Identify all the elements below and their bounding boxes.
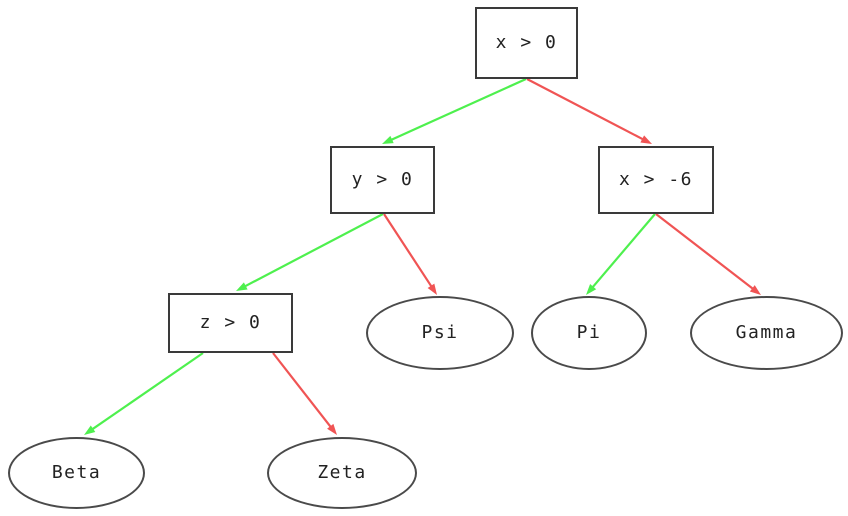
edge-arrowhead-icon bbox=[640, 135, 652, 144]
node-z0[interactable]: z > 0 bbox=[168, 293, 293, 353]
node-label: Psi bbox=[421, 322, 459, 343]
node-zeta[interactable]: Zeta bbox=[267, 437, 417, 509]
edge-line bbox=[388, 77, 527, 142]
node-beta[interactable]: Beta bbox=[8, 437, 145, 509]
edge-arrowhead-icon bbox=[84, 425, 96, 435]
node-xm6[interactable]: x > -6 bbox=[598, 146, 714, 214]
node-label: x > 0 bbox=[495, 32, 558, 53]
node-y0[interactable]: y > 0 bbox=[330, 146, 435, 214]
edge-z0-zeta bbox=[272, 352, 337, 435]
node-root[interactable]: x > 0 bbox=[475, 7, 578, 79]
edge-arrowhead-icon bbox=[586, 284, 597, 295]
node-label: Pi bbox=[576, 322, 602, 343]
edge-line bbox=[655, 213, 756, 291]
edge-xm6-pi bbox=[586, 213, 656, 295]
node-label: Beta bbox=[51, 462, 102, 483]
edge-line bbox=[242, 213, 384, 289]
edge-arrowhead-icon bbox=[749, 285, 761, 295]
node-label: Zeta bbox=[317, 462, 367, 483]
node-label: Gamma bbox=[735, 322, 798, 343]
edge-y0-psi bbox=[383, 213, 437, 295]
node-label: z > 0 bbox=[199, 312, 262, 333]
edge-line bbox=[89, 352, 204, 432]
edge-line bbox=[272, 352, 333, 430]
edge-line bbox=[590, 213, 656, 290]
edge-y0-z0 bbox=[236, 213, 384, 291]
node-gamma[interactable]: Gamma bbox=[690, 296, 843, 370]
edge-line bbox=[526, 78, 646, 142]
node-label: y > 0 bbox=[351, 169, 414, 190]
node-psi[interactable]: Psi bbox=[366, 296, 514, 370]
node-pi[interactable]: Pi bbox=[531, 296, 647, 370]
edge-root-y0 bbox=[382, 77, 527, 144]
edge-arrowhead-icon bbox=[427, 283, 437, 295]
edge-arrowhead-icon bbox=[327, 423, 337, 435]
edge-z0-beta bbox=[84, 352, 204, 435]
edge-arrowhead-icon bbox=[382, 135, 394, 144]
edge-root-xm6 bbox=[526, 78, 652, 144]
node-label: x > -6 bbox=[618, 169, 694, 190]
edge-line bbox=[383, 213, 434, 289]
edge-arrowhead-icon bbox=[236, 282, 248, 291]
edge-xm6-gamma bbox=[655, 213, 761, 295]
